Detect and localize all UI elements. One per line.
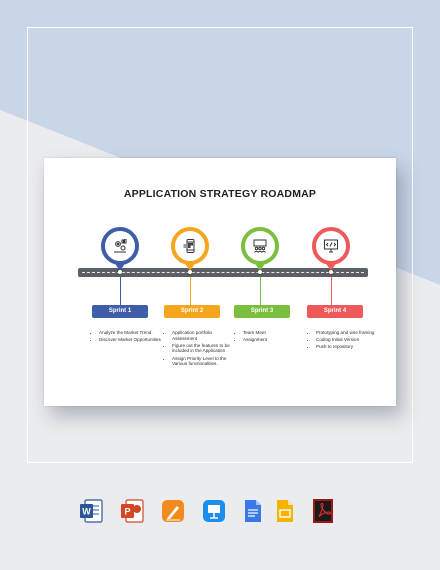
sprint-1-connector <box>120 277 121 307</box>
sprint-4-label: Sprint 4 <box>307 305 363 318</box>
mobile-app-icon <box>183 239 195 253</box>
svg-text:W: W <box>82 507 91 517</box>
list-item: Prototyping and wire framing <box>316 330 378 336</box>
list-item: Assign Priority Level to the Various fun… <box>172 356 234 367</box>
sprint-2-task-list: Application portfolio Assessment Figure … <box>163 330 234 368</box>
list-item: Assignment <box>243 337 303 343</box>
sprint-4-connector <box>331 277 332 307</box>
list-item: Team Meet <box>243 330 303 336</box>
roadmap-title: APPLICATION STRATEGY ROADMAP <box>123 188 317 200</box>
list-item: Analyze the Market Trend. <box>99 330 165 336</box>
sprint-3-connector <box>260 277 261 307</box>
sprint-3-road-marker <box>258 270 262 274</box>
sprint-2-label: Sprint 2 <box>164 305 220 318</box>
word-icon[interactable]: W <box>78 498 104 524</box>
roadmap-road <box>78 268 368 277</box>
preview-frame <box>27 27 413 463</box>
list-item: Figure out the features to be included i… <box>172 343 234 354</box>
sprint-3-label: Sprint 3 <box>234 305 290 318</box>
sprint-3-pin-tail <box>254 262 266 271</box>
list-item: Discover Market Opportunities <box>99 337 165 343</box>
list-item: Application portfolio Assessment <box>172 330 234 341</box>
sprint-1-label: Sprint 1 <box>92 305 148 318</box>
pdf-icon[interactable] <box>310 498 336 524</box>
sprint-3-task-list: Team Meet Assignment <box>234 330 303 344</box>
sprint-4-task-list: Prototyping and wire framing Coding Init… <box>307 330 378 352</box>
gears-chart-icon <box>114 239 127 253</box>
sprint-3-pin <box>241 227 279 265</box>
keynote-icon[interactable] <box>201 498 227 524</box>
team-meeting-icon <box>253 239 267 253</box>
pages-icon[interactable] <box>160 498 186 524</box>
coding-screen-icon <box>324 239 338 253</box>
sprint-4-road-marker <box>329 270 333 274</box>
roadmap-slide: APPLICATION STRATEGY ROADMAP Sprint 1 An… <box>44 158 396 406</box>
sprint-1-road-marker <box>118 270 122 274</box>
sprint-1-pin <box>101 227 139 265</box>
sprint-2-pin <box>171 227 209 265</box>
svg-text:P: P <box>124 507 130 517</box>
road-lane-marking <box>82 272 364 273</box>
sprint-1-pin-tail <box>114 262 126 271</box>
sprint-1-task-list: Analyze the Market Trend. Discover Marke… <box>90 330 165 344</box>
sprint-2-pin-tail <box>184 262 196 271</box>
sprint-4-pin <box>312 227 350 265</box>
list-item: Push to repository <box>316 344 378 350</box>
powerpoint-icon[interactable]: P <box>119 498 145 524</box>
sprint-2-connector <box>190 277 191 307</box>
list-item: Coding Initial Version <box>316 337 378 343</box>
google-docs-icon[interactable] <box>240 498 266 524</box>
sprint-4-pin-tail <box>325 262 337 271</box>
sprint-2-road-marker <box>188 270 192 274</box>
google-slides-icon[interactable] <box>272 498 298 524</box>
